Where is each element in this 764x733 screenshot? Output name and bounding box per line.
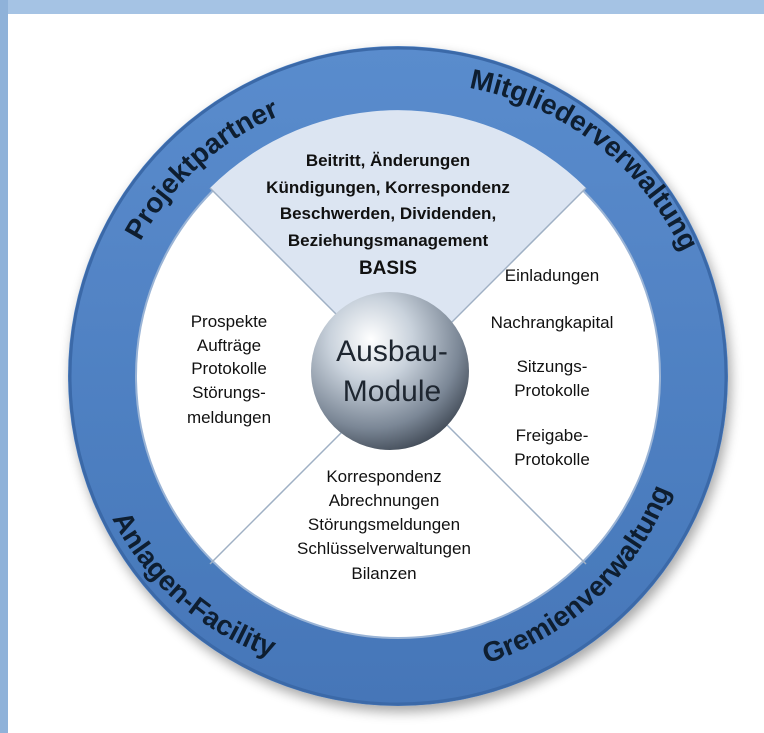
center-label-line2: Module — [343, 375, 441, 408]
segment-top-line: Beitritt, Änderungen — [306, 151, 470, 170]
segment-bottom-line: Korrespondenz — [326, 467, 441, 486]
segment-bottom-line: Störungsmeldungen — [308, 515, 460, 534]
segment-left: Prospekte Aufträge Protokolle Störungs- … — [187, 312, 271, 427]
center-sphere — [311, 292, 469, 450]
segment-right-line: Protokolle — [514, 381, 590, 400]
segment-left-line: meldungen — [187, 408, 271, 427]
segment-top-line: Kündigungen, Korrespondenz — [266, 178, 510, 197]
segment-top: Beitritt, Änderungen Kündigungen, Korres… — [266, 151, 510, 279]
segment-right-line: Freigabe- — [516, 426, 589, 445]
outer-ring-edge — [68, 46, 728, 706]
segment-bottom-line: Schlüsselverwaltungen — [297, 539, 471, 558]
segment-right: Einladungen Nachrangkapital Sitzungs- Pr… — [491, 266, 614, 469]
basis-segment — [210, 110, 586, 376]
segment-top-line: Beziehungsmanagement — [288, 231, 489, 250]
segment-top-line: Beschwerden, Dividenden, — [280, 204, 496, 223]
segment-left-line: Störungs- — [192, 383, 266, 402]
segment-right-line: Protokolle — [514, 450, 590, 469]
segment-right-line: Einladungen — [505, 266, 600, 285]
segment-left-line: Aufträge — [197, 336, 261, 355]
segment-bottom-line: Abrechnungen — [329, 491, 440, 510]
frame-left-strip — [0, 0, 8, 733]
segment-right-line: Nachrangkapital — [491, 313, 614, 332]
segment-right-line: Sitzungs- — [517, 357, 588, 376]
frame-top-strip — [0, 0, 764, 14]
center-label-line1: Ausbau- — [336, 335, 448, 368]
segment-left-line: Protokolle — [191, 359, 267, 378]
segment-left-line: Prospekte — [191, 312, 268, 331]
segment-bottom-line: Bilanzen — [351, 564, 416, 583]
segment-bottom: Korrespondenz Abrechnungen Störungsmeldu… — [297, 467, 471, 583]
segment-top-basis: BASIS — [359, 258, 417, 279]
